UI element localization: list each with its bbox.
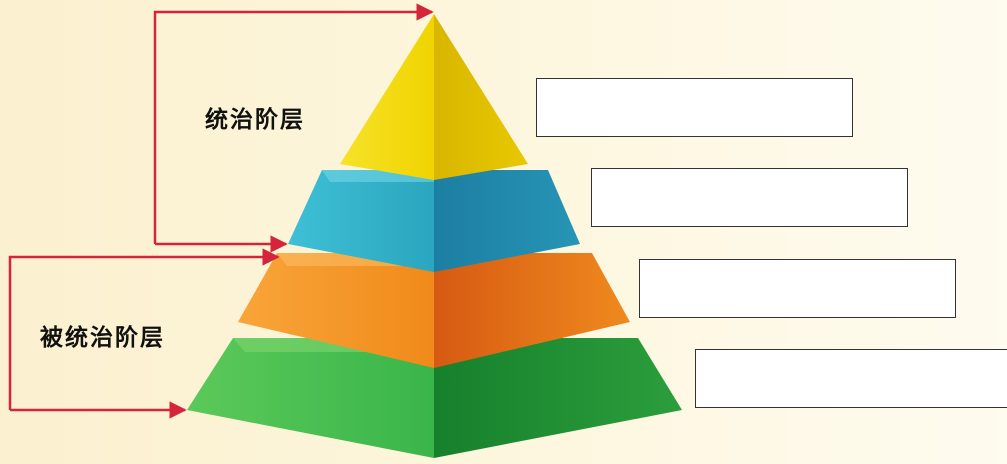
pyramid-tier-top <box>340 14 528 180</box>
pyramid-tier-second <box>288 170 580 272</box>
answer-box-1[interactable] <box>536 78 853 137</box>
answer-box-3[interactable] <box>639 259 956 318</box>
ruling-class-label: 统治阶层 <box>205 106 305 133</box>
answer-box-4[interactable] <box>695 349 1007 408</box>
pyramid-tier-bottom <box>187 338 682 458</box>
answer-box-2[interactable] <box>591 168 908 227</box>
ruled-class-label: 被统治阶层 <box>40 324 165 351</box>
ruling-arrow-top <box>153 3 434 244</box>
ruled-arrow-top <box>8 248 280 410</box>
